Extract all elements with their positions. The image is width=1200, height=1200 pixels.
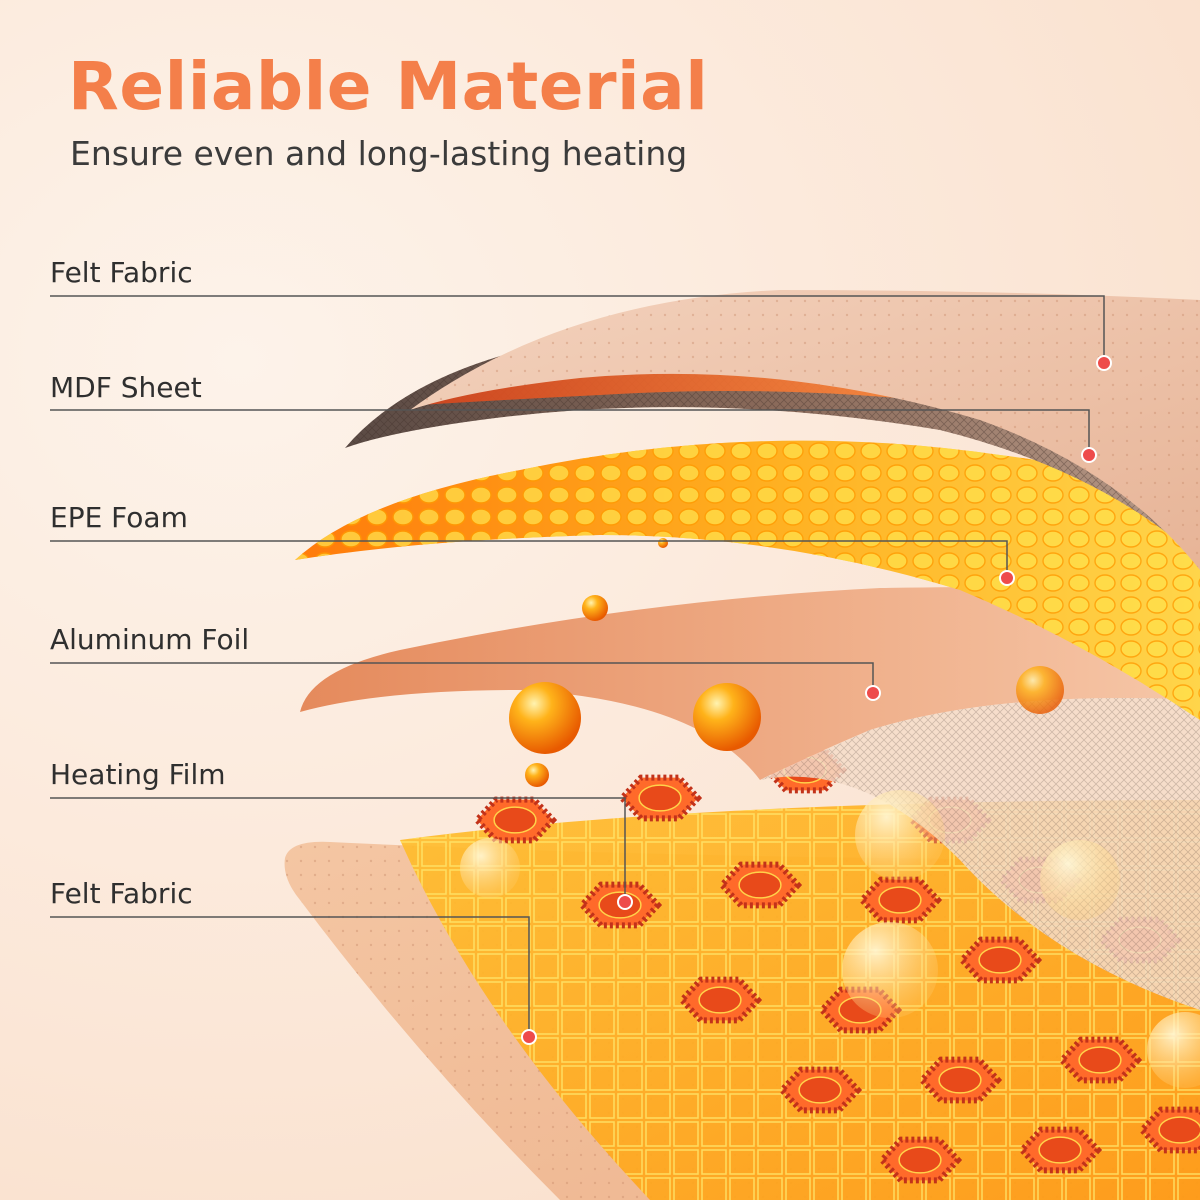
heating-element-core	[1078, 1046, 1122, 1074]
callout-marker	[865, 685, 881, 701]
callout-marker	[521, 1029, 537, 1045]
epe-foam-layer	[295, 440, 1200, 720]
page-subtitle: Ensure even and long-lasting heating	[70, 134, 688, 173]
glass-bubble	[855, 790, 945, 880]
callout-marker	[1096, 355, 1112, 371]
heat-bubble	[658, 538, 668, 548]
heat-bubble	[1016, 666, 1064, 714]
glass-bubble	[460, 838, 520, 898]
layer-label-felt-fabric-top: Felt Fabric	[50, 256, 193, 289]
heating-element-core	[798, 1076, 842, 1104]
callout-line	[50, 797, 626, 901]
heating-element-core	[978, 946, 1022, 974]
callout-line	[50, 916, 530, 1036]
callout-mdf-sheet: MDF Sheet	[50, 371, 1097, 463]
page-title: Reliable Material	[68, 48, 709, 125]
glass-bubble	[842, 922, 938, 1018]
heating-element-core	[1038, 1136, 1082, 1164]
glass-bubble	[1040, 840, 1120, 920]
heating-element-core	[938, 1066, 982, 1094]
callout-marker	[617, 894, 633, 910]
heating-element-core	[898, 1146, 942, 1174]
felt-fabric-top-layer	[410, 290, 1200, 570]
heat-bubble	[582, 595, 608, 621]
heat-bubble	[693, 683, 761, 751]
layer-label-mdf-sheet: MDF Sheet	[50, 371, 202, 404]
layer-label-epe-foam: EPE Foam	[50, 501, 188, 534]
heat-bubble	[509, 682, 581, 754]
aluminum-foil-layer	[300, 586, 1200, 1010]
callout-line	[50, 540, 1008, 577]
heat-bubbles	[460, 538, 1200, 1088]
callout-aluminum-foil: Aluminum Foil	[50, 623, 881, 701]
callout-line	[50, 662, 874, 692]
callout-line	[50, 409, 1090, 454]
heating-element-core	[698, 986, 742, 1014]
layer-label-aluminum-foil: Aluminum Foil	[50, 623, 249, 656]
callout-felt-fabric-top: Felt Fabric	[50, 256, 1112, 371]
callout-heating-film: Heating Film	[50, 758, 633, 910]
callout-line	[50, 295, 1105, 362]
callout-marker	[1081, 447, 1097, 463]
layer-label-felt-fabric-bottom: Felt Fabric	[50, 877, 193, 910]
heat-bubble	[525, 763, 549, 787]
layer-label-heating-film: Heating Film	[50, 758, 226, 791]
glass-bubble	[1147, 1012, 1200, 1088]
callout-felt-fabric-bottom: Felt Fabric	[50, 877, 537, 1045]
heating-element-core	[493, 806, 537, 834]
callout-marker	[999, 570, 1015, 586]
callout-epe-foam: EPE Foam	[50, 501, 1015, 586]
heating-element-core	[638, 784, 682, 812]
heating-element-core	[1158, 1116, 1200, 1144]
heating-element-core	[738, 871, 782, 899]
heating-element-core	[878, 886, 922, 914]
